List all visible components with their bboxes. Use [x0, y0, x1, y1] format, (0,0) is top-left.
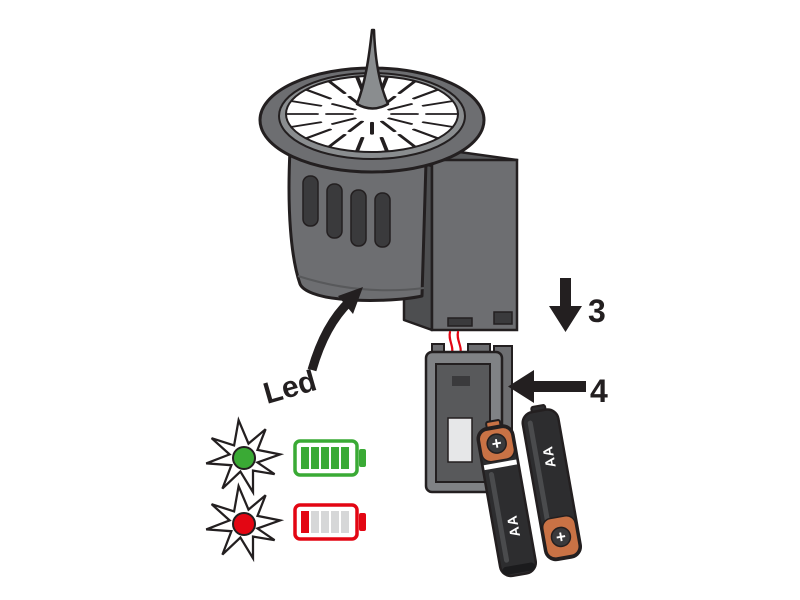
red-led-indicator — [205, 485, 366, 560]
battery-front: + AA — [476, 419, 538, 578]
battery-full-icon — [293, 439, 366, 477]
spike — [355, 28, 390, 110]
led-callout: Led — [260, 287, 363, 411]
battery-rear: + AA — [521, 404, 583, 562]
led-label: Led — [260, 364, 320, 410]
battery-aa-label: AA — [503, 514, 523, 539]
led-arrow-icon — [307, 297, 354, 372]
arrow-left-icon — [508, 370, 586, 403]
latch-detail — [493, 311, 513, 325]
perforation-slots — [285, 76, 459, 152]
red-led-icon — [232, 512, 256, 536]
green-led-icon — [232, 446, 256, 470]
slot-detail — [447, 317, 473, 327]
battery-low-icon — [293, 503, 366, 541]
perforated-cap — [258, 66, 486, 174]
step-4: 4 — [508, 370, 608, 409]
step4-label: 4 — [590, 373, 608, 409]
battery-plus-terminal: + — [490, 433, 503, 453]
battery-aa-label: AA — [539, 444, 559, 469]
battery-plus-terminal: + — [554, 527, 567, 547]
vent-slots — [302, 175, 391, 248]
arrow-down-icon — [549, 278, 582, 332]
step3-label: 3 — [588, 293, 606, 329]
device-body — [287, 148, 428, 302]
step-3: 3 — [549, 278, 606, 332]
led-arrow-head — [338, 287, 363, 314]
green-led-indicator — [205, 419, 366, 494]
